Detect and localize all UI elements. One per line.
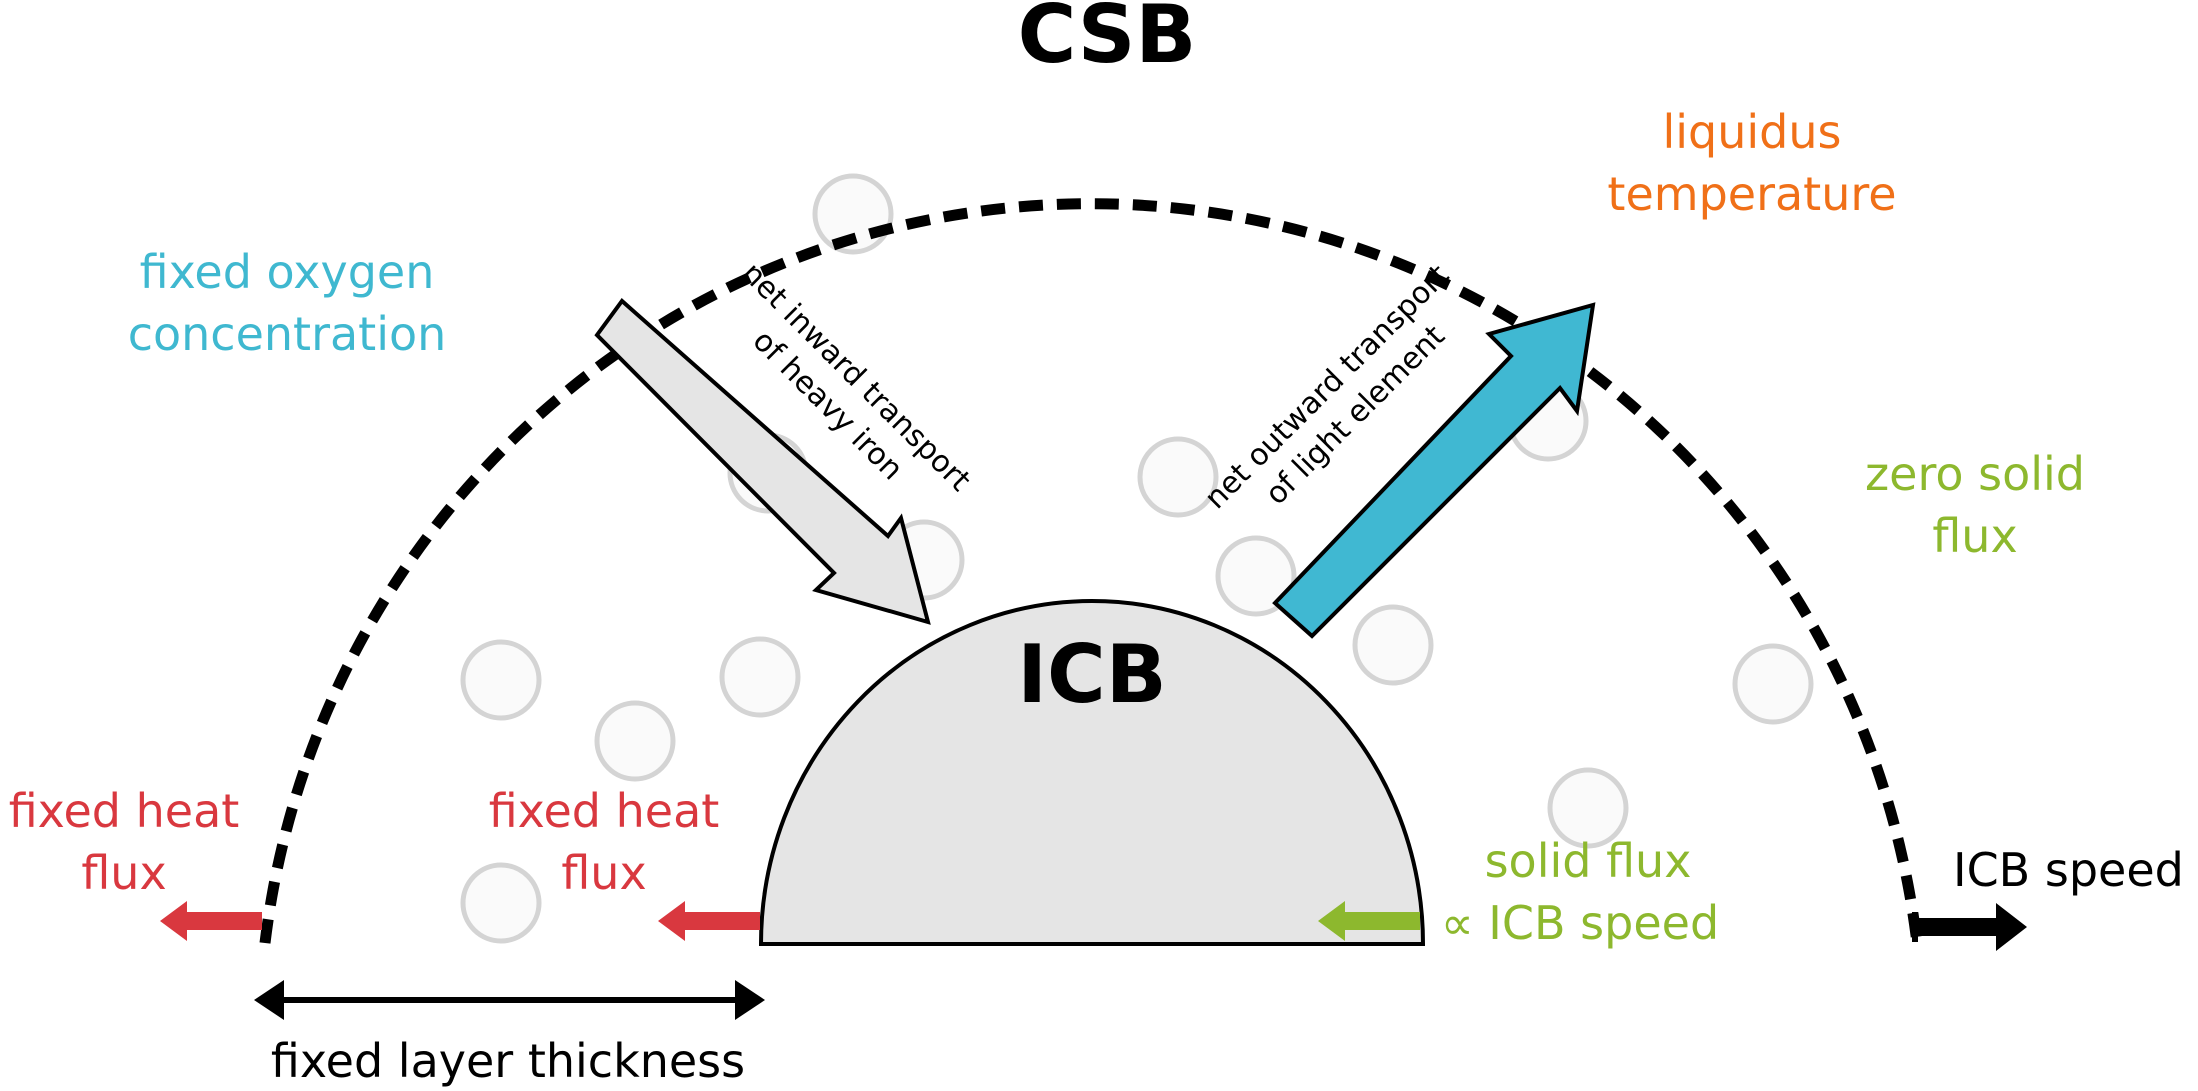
csb-title: CSB — [1018, 0, 1197, 81]
csb-boundary — [259, 198, 1923, 944]
crystal-particle — [719, 636, 801, 718]
oxygen-line-2: concentration — [128, 307, 447, 361]
zero-solid-line-1: zero solid — [1865, 447, 2085, 501]
fixed-heat-flux-label-outer: fixed heat flux — [9, 784, 240, 900]
layer-thickness-label: fixed layer thickness — [271, 1034, 745, 1088]
fixed-oxygen-label: fixed oxygen concentration — [128, 245, 447, 361]
crystal-particle — [460, 862, 542, 944]
icb-speed-arrow-bar — [1912, 912, 1918, 942]
icb-title: ICB — [1017, 628, 1166, 721]
solid-flux-label: solid flux ∝ ICB speed — [1441, 834, 1719, 950]
solid-flux-line-2: ∝ ICB speed — [1441, 896, 1719, 950]
heat-inner-line-1: fixed heat — [489, 784, 720, 838]
crystal-particle — [594, 700, 676, 782]
crystal-particle — [1137, 436, 1219, 518]
zero-solid-line-2: flux — [1932, 509, 2017, 563]
crystal-particle — [460, 639, 542, 721]
crystal-particle — [1547, 767, 1629, 849]
crystal-particle — [1215, 535, 1297, 617]
fixed-heat-flux-label-inner: fixed heat flux — [489, 784, 720, 900]
crystal-particle — [1732, 643, 1814, 725]
inward-transport-arrow — [594, 298, 931, 625]
icb-speed-arrow — [1916, 903, 2027, 951]
liquidus-line-2: temperature — [1607, 167, 1896, 221]
zero-solid-flux-label: zero solid flux — [1865, 447, 2085, 563]
heat-flux-arrow-inner — [658, 901, 760, 941]
liquidus-label: liquidus temperature — [1607, 105, 1896, 221]
heat-inner-line-2: flux — [561, 846, 646, 900]
heat-outer-line-1: fixed heat — [9, 784, 240, 838]
liquidus-line-1: liquidus — [1662, 105, 1841, 159]
solid-flux-arrow — [1318, 901, 1420, 941]
heat-flux-arrow-outer — [160, 901, 262, 941]
icb-hemisphere — [758, 599, 1426, 946]
heat-outer-line-2: flux — [81, 846, 166, 900]
outward-transport-arrow — [1272, 302, 1596, 639]
solid-flux-line-1: solid flux — [1485, 834, 1692, 888]
layer-thickness-arrow — [254, 980, 765, 1020]
crystal-particle — [1352, 604, 1434, 686]
crystal-particles — [460, 173, 1814, 944]
icb-speed-label: ICB speed — [1953, 843, 2184, 897]
oxygen-line-1: fixed oxygen — [140, 245, 435, 299]
